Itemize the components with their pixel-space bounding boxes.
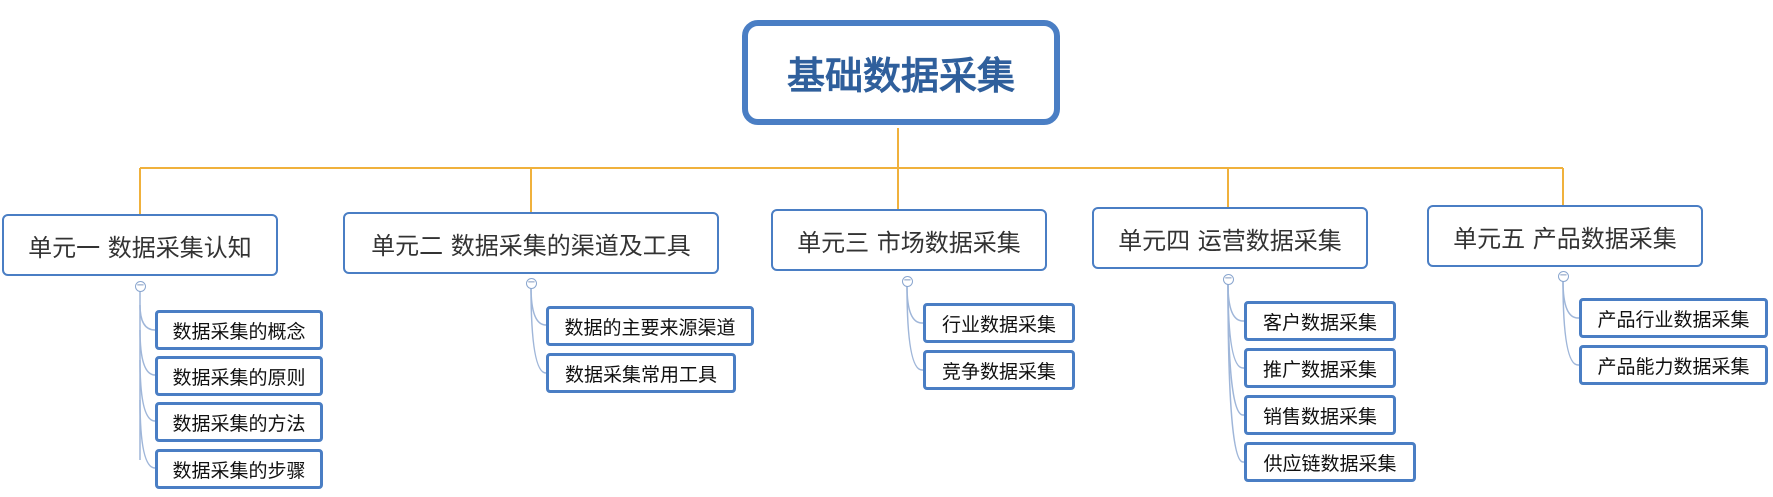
leaf-node[interactable]: 数据采集的原则 — [155, 356, 323, 396]
leaf-node[interactable]: 竞争数据采集 — [923, 350, 1075, 390]
unit-2-label: 单元二 数据采集的渠道及工具 — [371, 231, 691, 260]
leaf-label: 销售数据采集 — [1262, 405, 1377, 428]
leaf-label: 数据采集的方法 — [172, 412, 306, 435]
root-label: 基础数据采集 — [786, 54, 1015, 98]
leaf-node[interactable]: 行业数据采集 — [923, 303, 1075, 343]
leaf-label: 客户数据采集 — [1262, 311, 1377, 334]
leaf-label: 产品能力数据采集 — [1597, 355, 1750, 378]
leaf-node[interactable]: 数据采集的概念 — [155, 310, 323, 350]
unit-2-node[interactable]: 单元二 数据采集的渠道及工具 — [343, 212, 719, 274]
collapse-icon[interactable]: − — [135, 280, 146, 292]
leaf-label: 产品行业数据采集 — [1597, 308, 1750, 331]
leaf-node[interactable]: 推广数据采集 — [1244, 348, 1396, 388]
leaf-label: 竞争数据采集 — [941, 360, 1056, 383]
leaf-node[interactable]: 供应链数据采集 — [1244, 442, 1416, 482]
leaf-node[interactable]: 数据采集的步骤 — [155, 449, 323, 489]
collapse-icon[interactable]: − — [526, 277, 537, 289]
leaf-node[interactable]: 产品行业数据采集 — [1579, 298, 1768, 338]
collapse-icon[interactable]: − — [1558, 270, 1569, 282]
unit-4-label: 单元四 运营数据采集 — [1118, 226, 1342, 255]
unit-5-node[interactable]: 单元五 产品数据采集 — [1427, 205, 1703, 267]
leaf-node[interactable]: 销售数据采集 — [1244, 395, 1396, 435]
unit-1-node[interactable]: 单元一 数据采集认知 — [2, 214, 278, 276]
unit-4-node[interactable]: 单元四 运营数据采集 — [1092, 207, 1368, 269]
leaf-label: 行业数据采集 — [941, 313, 1056, 336]
leaf-node[interactable]: 数据的主要来源渠道 — [546, 306, 754, 346]
leaf-label: 数据的主要来源渠道 — [564, 316, 736, 339]
leaf-label: 数据采集的步骤 — [172, 459, 306, 482]
leaf-label: 数据采集的原则 — [172, 366, 306, 389]
unit-5-label: 单元五 产品数据采集 — [1453, 224, 1677, 253]
leaf-label: 推广数据采集 — [1262, 358, 1377, 381]
leaf-node[interactable]: 数据采集的方法 — [155, 402, 323, 442]
unit-3-label: 单元三 市场数据采集 — [797, 228, 1021, 257]
collapse-icon[interactable]: − — [902, 275, 913, 287]
unit-1-label: 单元一 数据采集认知 — [28, 233, 252, 262]
leaf-node[interactable]: 数据采集常用工具 — [546, 353, 736, 393]
leaf-label: 数据采集的概念 — [172, 320, 306, 343]
leaf-node[interactable]: 客户数据采集 — [1244, 301, 1396, 341]
leaf-label: 供应链数据采集 — [1263, 452, 1397, 475]
root-node[interactable]: 基础数据采集 — [742, 20, 1060, 125]
unit-3-node[interactable]: 单元三 市场数据采集 — [771, 209, 1047, 271]
leaf-label: 数据采集常用工具 — [564, 363, 717, 386]
leaf-node[interactable]: 产品能力数据采集 — [1579, 345, 1768, 385]
collapse-icon[interactable]: − — [1223, 273, 1234, 285]
